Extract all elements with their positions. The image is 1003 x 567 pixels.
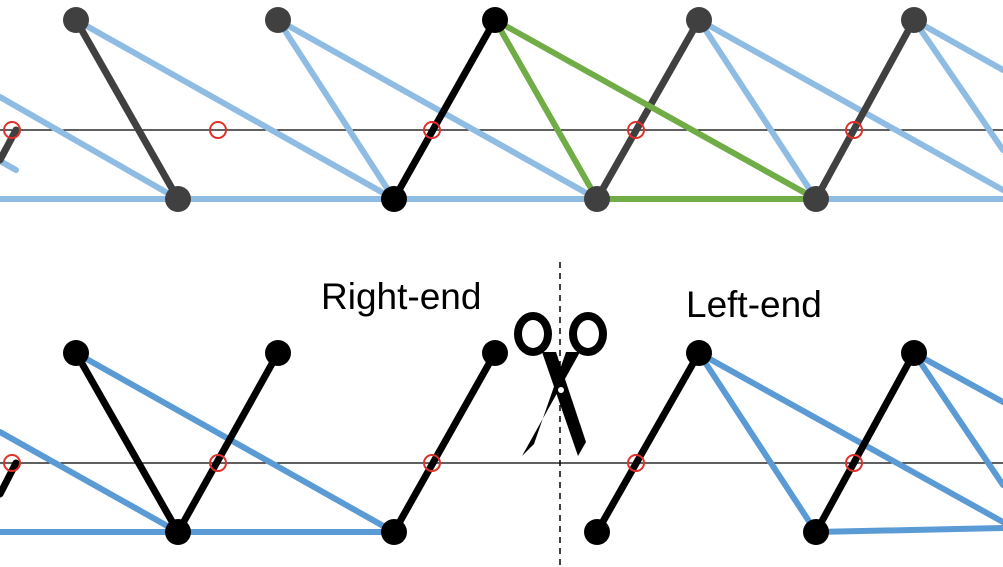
- bottom-node: [803, 519, 829, 545]
- bottom-node: [63, 340, 89, 366]
- bottom-node: [381, 519, 407, 545]
- top-node: [482, 7, 508, 33]
- bottom-right-blue-members: [696, 350, 1003, 535]
- top-node: [584, 186, 610, 212]
- bottom-node: [265, 340, 291, 366]
- top-node: [265, 7, 291, 33]
- top-truss: [0, 7, 1003, 212]
- top-node: [165, 186, 191, 212]
- left-end-label: Left-end: [686, 284, 822, 325]
- top-highlight-member: [390, 16, 499, 203]
- bottom-node: [686, 340, 712, 366]
- scissors-icon: [514, 312, 607, 456]
- bottom-nodes: [63, 340, 927, 545]
- top-node: [381, 186, 407, 212]
- right-end-label: Right-end: [321, 276, 482, 317]
- top-nodes: [63, 7, 927, 212]
- top-green-triangle: [492, 17, 819, 202]
- top-red-markers: [3, 121, 863, 139]
- top-node: [686, 7, 712, 33]
- top-light-diagonals: [0, 17, 1003, 202]
- bottom-node: [584, 519, 610, 545]
- top-dark-members: [0, 16, 918, 203]
- top-node: [901, 7, 927, 33]
- top-node: [63, 7, 89, 33]
- bottom-node: [901, 340, 927, 366]
- bottom-node: [482, 340, 508, 366]
- bottom-black-members: [0, 349, 918, 536]
- top-node: [803, 186, 829, 212]
- bottom-red-markers: [3, 454, 863, 472]
- bottom-truss: [0, 262, 1003, 567]
- bottom-node: [165, 519, 191, 545]
